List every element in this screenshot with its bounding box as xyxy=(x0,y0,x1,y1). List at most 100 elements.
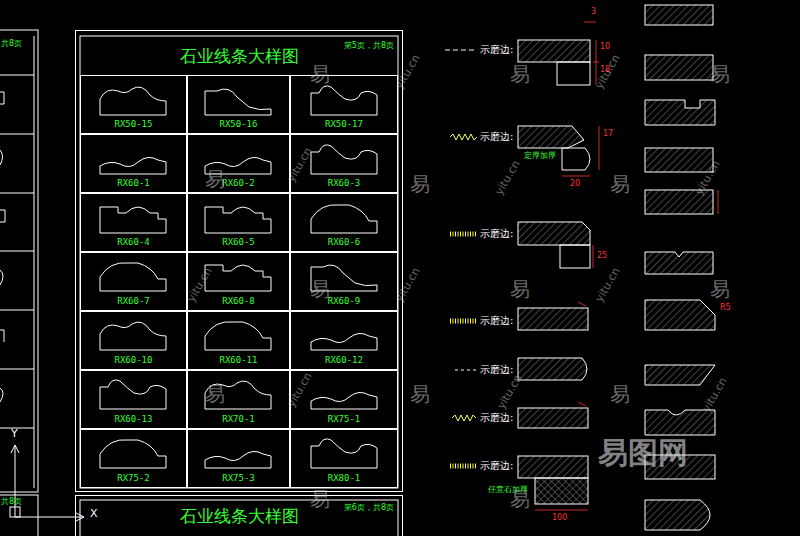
watermark: 易 xyxy=(510,63,530,85)
page-number: 第6页，共8页 xyxy=(344,502,394,513)
hatched-section xyxy=(518,222,590,245)
arrow-head xyxy=(11,445,19,453)
hatched-section xyxy=(645,55,713,80)
profile-cell: RX60-13 xyxy=(80,370,187,429)
watermark: yitu.cn xyxy=(285,371,314,409)
zigzag-edge-line xyxy=(452,415,476,421)
edge-line-symbols xyxy=(445,50,477,466)
moulding-profile xyxy=(100,380,166,409)
page-number: 第5页，共8页 xyxy=(344,40,394,51)
dimension-lines xyxy=(535,22,718,510)
watermark: yitu.cn xyxy=(393,266,422,304)
profile-code: RX60-1 xyxy=(81,178,186,188)
moulding-profile xyxy=(311,392,377,409)
grid-line xyxy=(0,310,34,311)
moulding-profile xyxy=(311,86,377,115)
moulding-profile xyxy=(205,265,271,291)
watermark: 易 xyxy=(410,383,430,405)
hatched-section xyxy=(645,300,715,330)
profile-code: RX75-3 xyxy=(188,473,289,483)
profile-code: RX60-9 xyxy=(291,296,397,306)
profile-shapes xyxy=(100,86,377,468)
dimension-line xyxy=(599,126,600,170)
profile-cell: RX60-9 xyxy=(290,252,398,311)
profile-cell: RX60-11 xyxy=(187,311,290,370)
dimension-line xyxy=(584,22,596,23)
sheet-border xyxy=(0,495,38,536)
sheet-frame xyxy=(34,36,35,488)
axis-label: Y xyxy=(11,428,18,440)
edge-label: 示磨边: xyxy=(480,364,513,375)
profile-code: RX50-17 xyxy=(291,119,397,129)
rebate-block xyxy=(560,245,590,268)
profile-code: RX60-5 xyxy=(188,237,289,247)
profile-code: RX60-7 xyxy=(81,296,186,306)
profile-code: RX70-1 xyxy=(188,414,289,424)
moulding-profile xyxy=(100,440,166,468)
moulding-profile xyxy=(205,207,271,233)
grid-line xyxy=(0,134,34,135)
watermark: 易 xyxy=(310,63,330,85)
profile-code: RX60-3 xyxy=(291,178,397,188)
drawing-sheet: 石业线条大样图第5页，共8页RX50-15RX50-16RX50-17RX60-… xyxy=(75,30,403,492)
inner-frame xyxy=(80,36,398,488)
dashed-edge-line xyxy=(445,50,476,51)
dimension: R5 xyxy=(720,304,731,313)
watermark: yitu.cn xyxy=(493,159,522,197)
watermark: yitu.cn xyxy=(593,53,622,91)
hatched-section xyxy=(645,500,710,530)
profile-fragment xyxy=(0,330,4,342)
profile-cell: RX60-6 xyxy=(290,193,398,252)
profile-code: RX60-6 xyxy=(291,237,397,247)
page-note: 共8页 xyxy=(1,498,22,507)
hatched-section xyxy=(518,456,588,478)
profile-fragment xyxy=(0,150,3,165)
profile-code: RX50-16 xyxy=(188,119,289,129)
profile-code: RX60-11 xyxy=(188,355,289,365)
hatched-section xyxy=(645,148,713,172)
edge-label: 示磨边: xyxy=(480,412,513,423)
edge-label: 示磨边: xyxy=(480,315,513,326)
watermark: 易 xyxy=(410,173,430,195)
y-axis xyxy=(15,445,16,517)
zigzag-edge-line xyxy=(450,134,477,140)
moulding-profile xyxy=(100,263,166,291)
watermark: 易 xyxy=(610,383,630,405)
dimension-tick xyxy=(578,302,586,306)
edge-label: 示磨边: xyxy=(480,460,513,471)
moulding-profile xyxy=(100,207,166,233)
origin-box xyxy=(10,507,20,517)
hatched-section xyxy=(645,252,713,274)
profile-cell: RX60-4 xyxy=(80,193,187,252)
profile-fragment xyxy=(0,210,5,222)
dimension-line xyxy=(593,245,594,268)
profile-code: RX50-15 xyxy=(81,119,186,129)
profile-code: RX60-10 xyxy=(81,355,186,365)
dimension-line xyxy=(535,510,588,511)
moulding-profile xyxy=(100,322,166,350)
dimension-tick xyxy=(578,402,586,406)
watermark-logo: 易图网 xyxy=(598,436,688,469)
profile-cell: RX60-5 xyxy=(187,193,290,252)
profile-cell: RX60-10 xyxy=(80,311,187,370)
profile-cell: RX50-17 xyxy=(290,75,398,134)
hatched-section xyxy=(518,126,584,148)
sheet-frames xyxy=(80,36,398,536)
watermark: 易 xyxy=(310,278,330,300)
grid-line xyxy=(0,193,34,194)
watermark: 易 xyxy=(510,278,530,300)
watermark: yitu.cn xyxy=(185,266,214,304)
moulding-profile xyxy=(311,145,377,174)
watermark: 易 xyxy=(610,173,630,195)
edge-label: 示磨边: xyxy=(480,228,513,239)
ucs-icon xyxy=(10,445,84,521)
dimension: 17 xyxy=(603,130,613,139)
watermark: yitu.cn xyxy=(593,266,622,304)
moulding-profile xyxy=(205,381,271,409)
profile-code: RX60-8 xyxy=(188,296,289,306)
watermark: 易 xyxy=(710,278,730,300)
moulding-profile xyxy=(311,333,377,350)
watermark: 易 xyxy=(205,383,225,405)
profile-cell: RX50-15 xyxy=(80,75,187,134)
